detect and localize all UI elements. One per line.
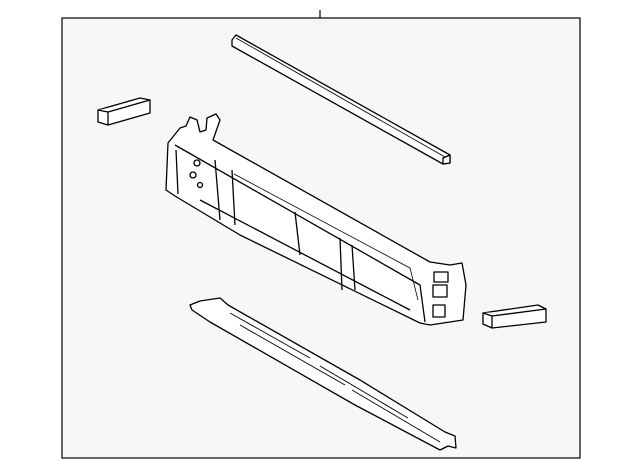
radiator-support xyxy=(165,113,467,326)
lower-support-bar xyxy=(189,297,457,451)
right-cushion-block xyxy=(482,304,547,329)
left-cushion-block xyxy=(97,97,151,126)
upper-seal-strip xyxy=(231,34,451,165)
